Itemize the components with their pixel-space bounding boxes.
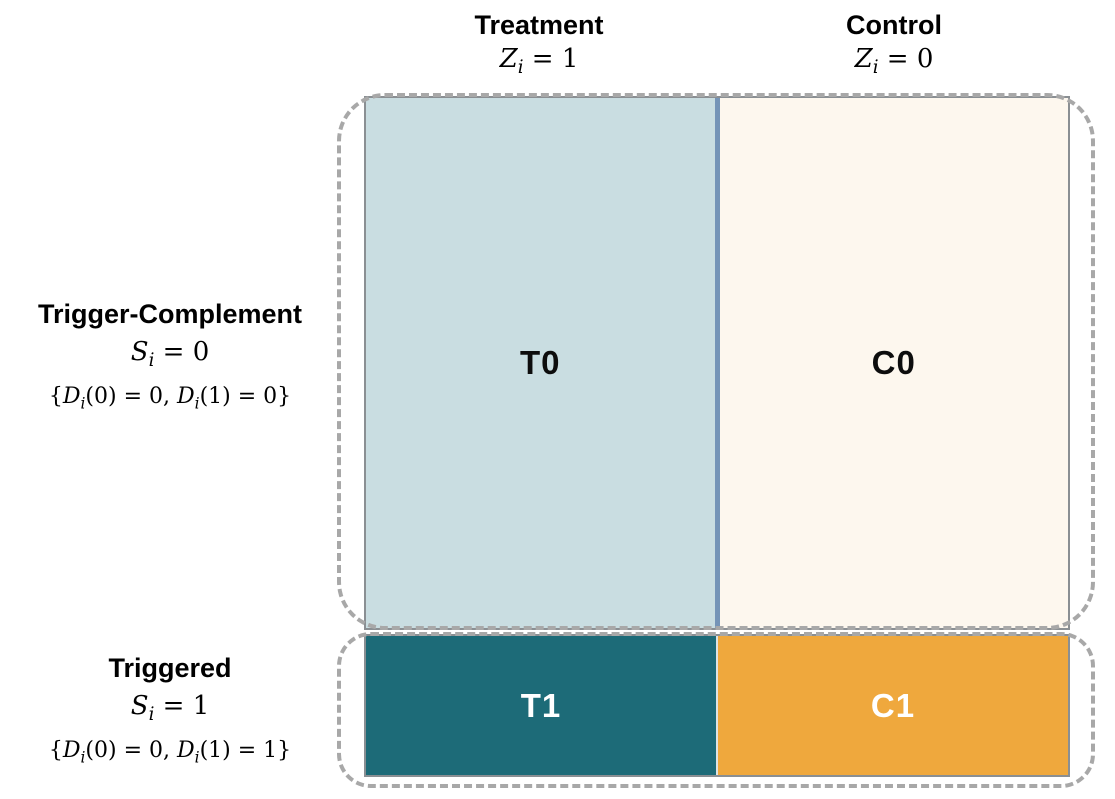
column-header-treatment: Treatment Zi = 1 (364, 8, 714, 85)
cell-T0: T0 (366, 98, 720, 628)
column-title: Control (846, 10, 942, 40)
column-header-control: Control Zi = 0 (718, 8, 1070, 85)
cell-C0: C0 (719, 98, 1068, 628)
row-math-formula: Si = 1 (130, 691, 210, 726)
cell-label-T1: T1 (520, 686, 562, 724)
row-title: Trigger-Complement (37, 299, 303, 329)
column-math-formula: Zi = 1 (499, 44, 579, 79)
row-potential-outcomes: {Di(0) = 0, Di(1) = 0} (48, 384, 292, 413)
cell-label-C1: C1 (870, 686, 916, 724)
cell-C1: C1 (718, 636, 1068, 775)
row-math-formula: Si = 0 (130, 337, 210, 372)
cell-label-C0: C0 (871, 344, 916, 381)
column-title: Treatment (474, 10, 604, 40)
column-math-formula: Zi = 0 (854, 44, 934, 79)
cell-label-T0: T0 (519, 344, 561, 381)
row-potential-outcomes: {Di(0) = 0, Di(1) = 1} (48, 738, 292, 767)
grid-row-triggered: T1 C1 (364, 634, 1070, 777)
row-title: Triggered (108, 653, 232, 683)
cell-T1: T1 (366, 636, 718, 775)
row-label-triggered: Triggered Si = 1 {Di(0) = 0, Di(1) = 1} (0, 650, 340, 774)
row-label-trigger-complement: Trigger-Complement Si = 0 {Di(0) = 0, Di… (0, 296, 340, 420)
grid-row-trigger-complement: T0 C0 (364, 96, 1070, 630)
